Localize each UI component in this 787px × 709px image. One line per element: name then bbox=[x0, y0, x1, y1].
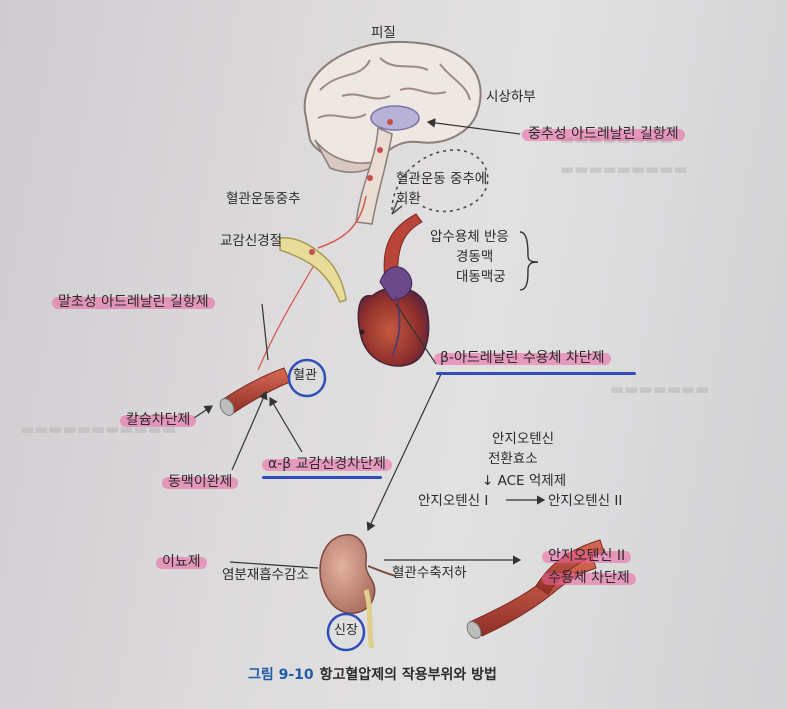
blue-underline bbox=[262, 476, 382, 479]
cortex-label: 피질 bbox=[371, 25, 396, 41]
reabsorption-label: 염분재흡수감소 bbox=[222, 567, 309, 583]
angiotensinogen-label: 안지오텐신 bbox=[492, 431, 555, 447]
kidney-label: 신장 bbox=[334, 623, 358, 638]
heart-illustration bbox=[357, 266, 430, 367]
vasomotor-center-label: 혈관운동중추 bbox=[226, 191, 301, 207]
vessel-label: 혈관 bbox=[293, 368, 317, 383]
calcium-blocker-label: 칼슘차단제 bbox=[119, 412, 197, 428]
figure-caption: 그림 9-10 항고혈압제의 작용부위와 방법 bbox=[248, 664, 497, 684]
ganglion-illustration bbox=[279, 237, 347, 303]
brain-illustration bbox=[303, 40, 482, 225]
kidney-illustration bbox=[319, 534, 397, 649]
carotid-label: 경동맥 bbox=[456, 249, 494, 265]
angiotensin-2-label: 안지오텐신 II bbox=[548, 493, 623, 509]
diuretic-label: 이뇨제 bbox=[156, 554, 207, 570]
arb-label-line1: 안지오텐신 II bbox=[541, 548, 632, 564]
angiotensin-1-label: 안지오텐신 I bbox=[418, 493, 489, 509]
ace-inhibitor-label: ↓ ACE 억제제 bbox=[482, 473, 567, 489]
ganglion-label: 교감신경절 bbox=[220, 233, 283, 249]
peripheral-agonist-label: 말초성 아드레날린 길항제 bbox=[52, 294, 215, 310]
hypothalamus-label: 시상하부 bbox=[486, 89, 536, 105]
vasodilator-label: 동맥이완제 bbox=[161, 474, 239, 490]
arb-label-line2: 수용체 차단제 bbox=[542, 570, 636, 586]
baroreceptor-label: 압수용체 반응 bbox=[430, 229, 509, 245]
artery-illustration bbox=[219, 367, 291, 416]
alpha-beta-blocker-label: α-β 교감신경차단제 bbox=[262, 456, 392, 472]
figure-title: 항고혈압제의 작용부위와 방법 bbox=[319, 667, 497, 683]
background-text: ▬▬▬▬▬▬▬ bbox=[610, 380, 710, 398]
figure-number: 그림 9-10 bbox=[248, 667, 314, 683]
feedback-label-line2: 회환 bbox=[396, 191, 421, 207]
blue-underline bbox=[436, 372, 636, 375]
vasoconstriction-label: 혈관수축저하 bbox=[392, 565, 467, 581]
converting-enzyme-label: 전환효소 bbox=[488, 451, 538, 467]
central-agonist-label: 중추성 아드레날린 길항제 bbox=[522, 126, 685, 142]
background-text: ▬▬▬▬▬▬▬▬▬ bbox=[560, 160, 688, 178]
beta-blocker-label: β-아드레날린 수용체 차단제 bbox=[434, 350, 611, 366]
aortic-arch-label: 대동맥궁 bbox=[456, 269, 506, 285]
feedback-label-line1: 혈관운동 중추에 bbox=[396, 171, 488, 187]
